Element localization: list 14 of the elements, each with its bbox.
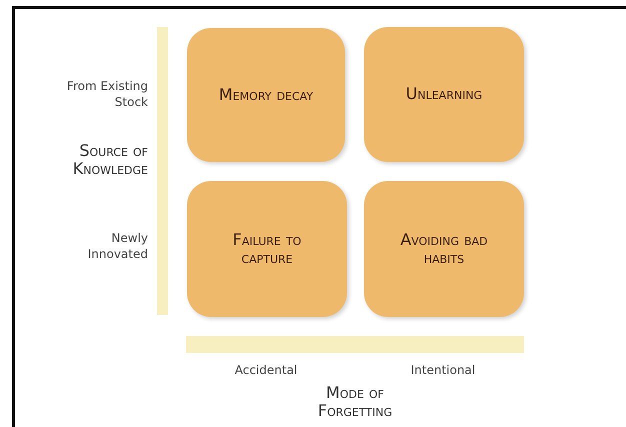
row-label: From Existing Stock (66, 79, 148, 110)
quadrant-box (187, 181, 347, 317)
row-label: Newly Innovated (86, 231, 148, 262)
quadrant-label: Memory decay (218, 86, 314, 104)
quadrant-box (364, 27, 524, 162)
axis-title: Mode of Forgetting (316, 384, 394, 421)
column-label: Accidental (234, 363, 298, 379)
quadrant-box (187, 28, 345, 162)
quadrant-label: Failure to capture (232, 230, 302, 268)
quadrant-box (364, 181, 524, 317)
axis-title: Source of Knowledge (72, 142, 148, 179)
quadrant-label: Unlearning (404, 85, 484, 104)
quadrant-label: Avoiding bad habits (399, 230, 489, 268)
column-label: Intentional (410, 363, 476, 379)
